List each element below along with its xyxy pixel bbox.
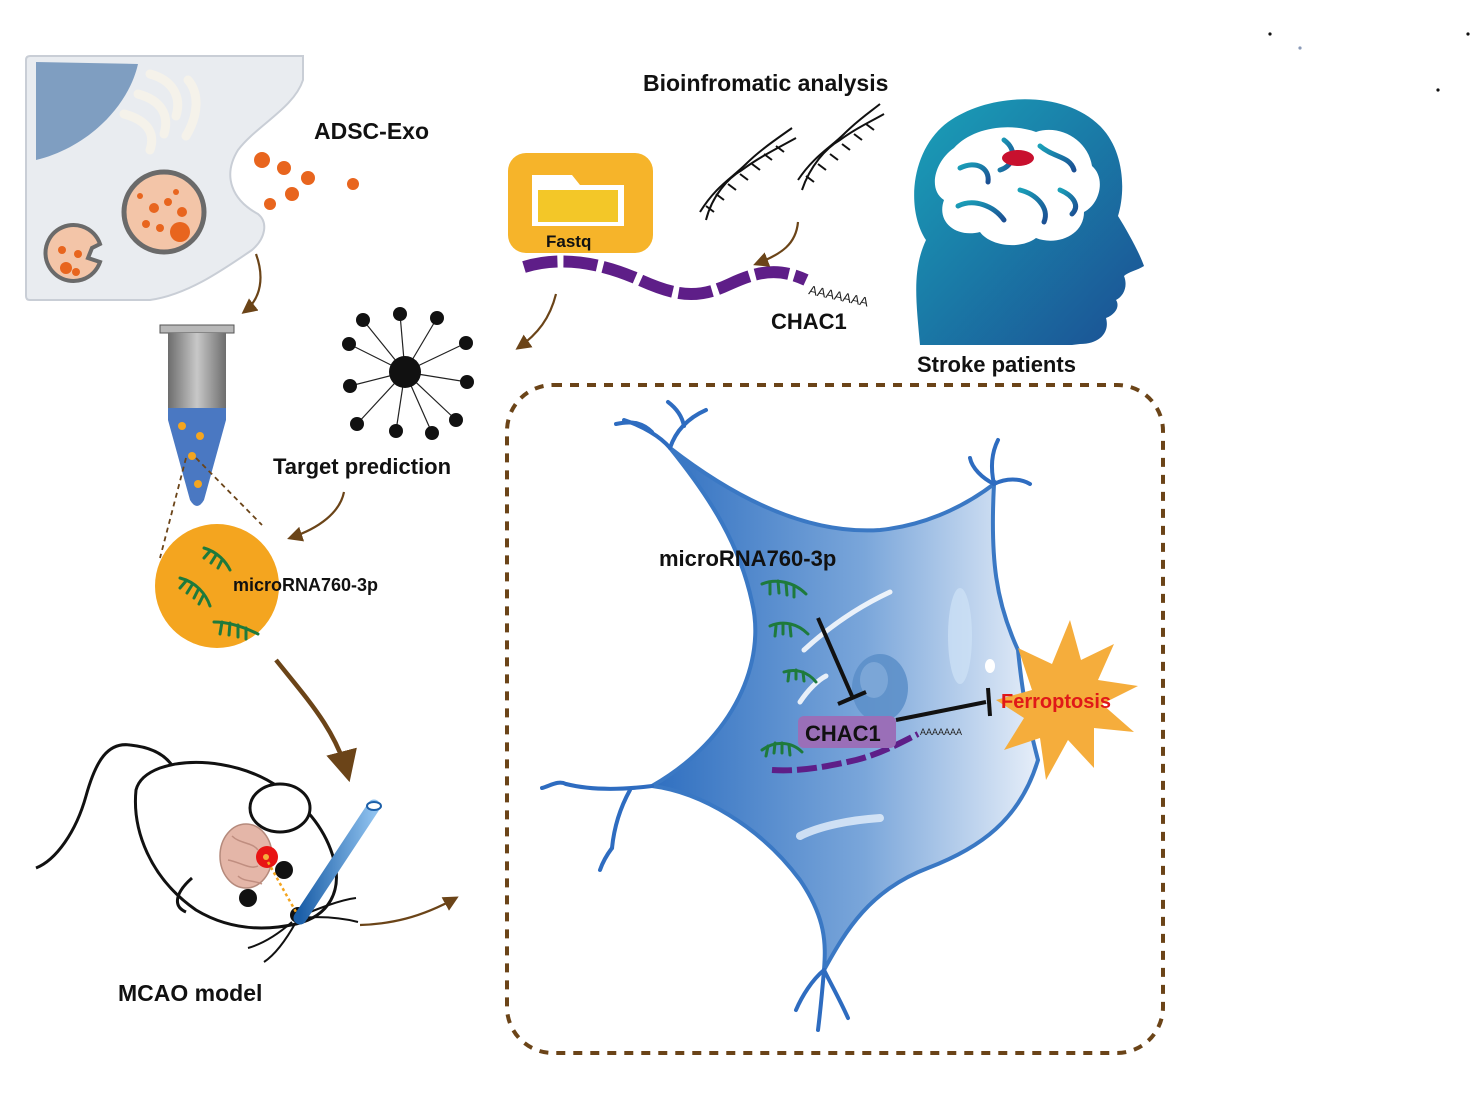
adsc-cell-panel [25,55,359,301]
chac1-protein-box [798,716,896,748]
released-exosomes [254,152,359,210]
chac1-mrna-cell [771,731,920,774]
microrna-circle-label: microRNA760-3p [233,575,378,595]
chac1-top-label: CHAC1 [771,309,847,334]
stray-dots [1268,32,1470,92]
starburst-icon [996,620,1138,780]
dna-icon [699,127,797,221]
tube-icon [159,324,235,506]
lesion-mark [1002,150,1034,166]
neuron-icon [540,400,1041,1032]
multivesicular-body-small [43,223,103,283]
flow-arrows [241,221,800,927]
zoom-line-right [195,457,263,526]
folder-icon [508,153,653,253]
inhibition-chac1-ferroptosis [895,687,992,722]
inhibition-mirna-chac1 [816,617,867,706]
neuron-panel-frame [505,383,1165,1055]
chac1-cell-label: CHAC1 [805,721,881,746]
stroke-patients-label: Stroke patients [917,352,1076,377]
multivesicular-body-large [121,169,207,255]
adsc-exo-label: ADSC-Exo [314,118,429,144]
fastq-label: Fastq [546,232,591,251]
mcao-model-label: MCAO model [118,980,262,1006]
exosome-zoom-circle [155,524,279,648]
golgi-icon [119,69,201,155]
bioinformatic-analysis-label: Bioinfromatic analysis [643,70,888,96]
chac1-mrna-top [522,255,809,300]
mirna-icon-cell [760,579,818,758]
arrow-to-mcao [274,658,357,783]
poly-a-cell-label: AAAAAAA [920,727,962,737]
network-icon [342,307,474,440]
mouse-icon [35,743,382,963]
dna-icon-2 [797,103,885,191]
poly-a-top-label: AAAAAAA [807,282,870,309]
mirna-icon [178,546,260,641]
target-prediction-label: Target prediction [273,454,451,479]
ferroptosis-label: Ferroptosis [1001,691,1111,713]
brain-head-icon [914,99,1144,345]
microrna-cell-label: microRNA760-3p [659,546,836,571]
